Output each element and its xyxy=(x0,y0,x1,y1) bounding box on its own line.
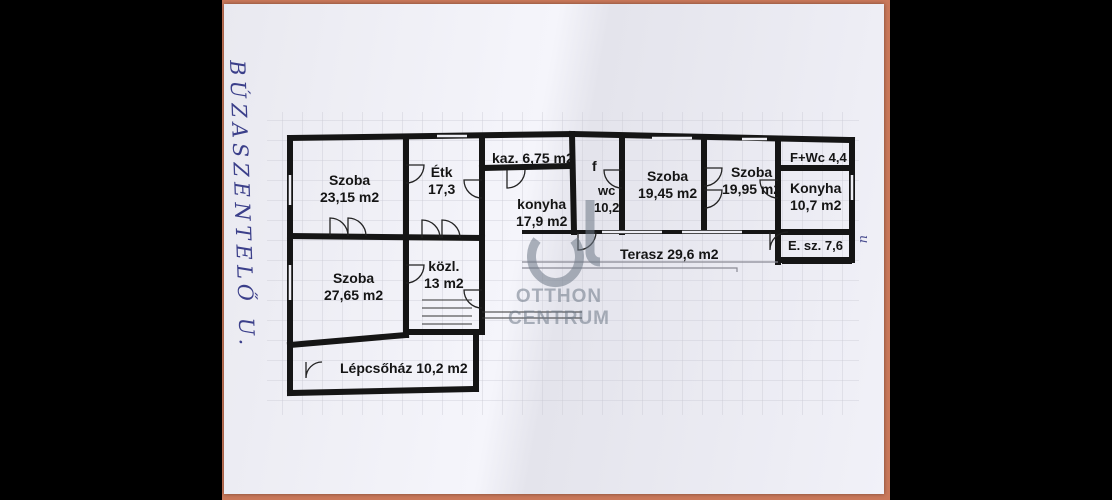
room-eloszoba: E. sz. 7,6 xyxy=(788,238,843,253)
room-area: 13 m2 xyxy=(424,275,464,291)
room-szoba-2: Szoba 27,65 m2 xyxy=(324,270,383,304)
room-name: konyha xyxy=(517,196,567,212)
room-name: Szoba xyxy=(328,172,371,188)
room-area: 17,3 xyxy=(428,181,456,197)
grid-background xyxy=(267,112,859,415)
room-lepcsohaz: Lépcsőház 10,2 m2 xyxy=(340,360,468,376)
doors xyxy=(305,164,789,379)
room-area: 17,9 m2 xyxy=(516,213,568,229)
room-name: wc xyxy=(597,183,616,198)
watermark-text: OTTHON CENTRUM xyxy=(508,286,610,330)
floorplan-photo: BÚZASZENTELŐ U. u OTTHON CENTRUM Szoba 2… xyxy=(222,0,890,500)
room-szoba-3: Szoba 19,45 m2 xyxy=(638,168,697,202)
watermark-line2: CENTRUM xyxy=(508,308,610,329)
watermark-logo xyxy=(527,200,601,288)
room-area: 23,15 m2 xyxy=(320,189,380,205)
room-etkezo: Étk 17,3 xyxy=(428,164,455,198)
floor-plan xyxy=(267,112,859,415)
room-name: Szoba xyxy=(332,270,375,286)
windows xyxy=(288,134,854,300)
room-szoba-4: Szoba 19,95 m2 xyxy=(722,164,781,198)
room-area: 19,95 m2 xyxy=(722,181,782,197)
room-kozlekedo: közl. 13 m2 xyxy=(424,258,464,292)
staircase-lines xyxy=(422,299,582,325)
room-area: 19,45 m2 xyxy=(638,185,698,201)
room-name: Szoba xyxy=(730,164,773,180)
room-name: Konyha xyxy=(790,180,842,196)
room-area: 27,65 m2 xyxy=(324,287,384,303)
room-konyha-2: Konyha 10,7 m2 xyxy=(790,180,841,214)
room-area: 10,7 m2 xyxy=(790,197,842,213)
terrace-outline xyxy=(522,261,778,272)
room-name: közl. xyxy=(428,258,460,274)
room-name: Étk xyxy=(430,164,453,180)
room-furdo-wc: F+Wc 4,4 xyxy=(790,150,847,165)
room-konyha-1: konyha 17,9 m2 xyxy=(516,196,567,230)
room-area: 10,2 xyxy=(594,200,620,215)
room-name: Szoba xyxy=(646,168,689,184)
room-kazan: kaz. 6,75 m2 xyxy=(492,150,574,166)
room-wc: wc 10,2 xyxy=(594,182,619,216)
room-terasz: Terasz 29,6 m2 xyxy=(620,246,719,262)
handwritten-side-note: u xyxy=(856,235,871,244)
room-szoba-1: Szoba 23,15 m2 xyxy=(320,172,379,206)
watermark-line1: OTTHON xyxy=(515,286,603,307)
room-f: f xyxy=(592,158,597,174)
